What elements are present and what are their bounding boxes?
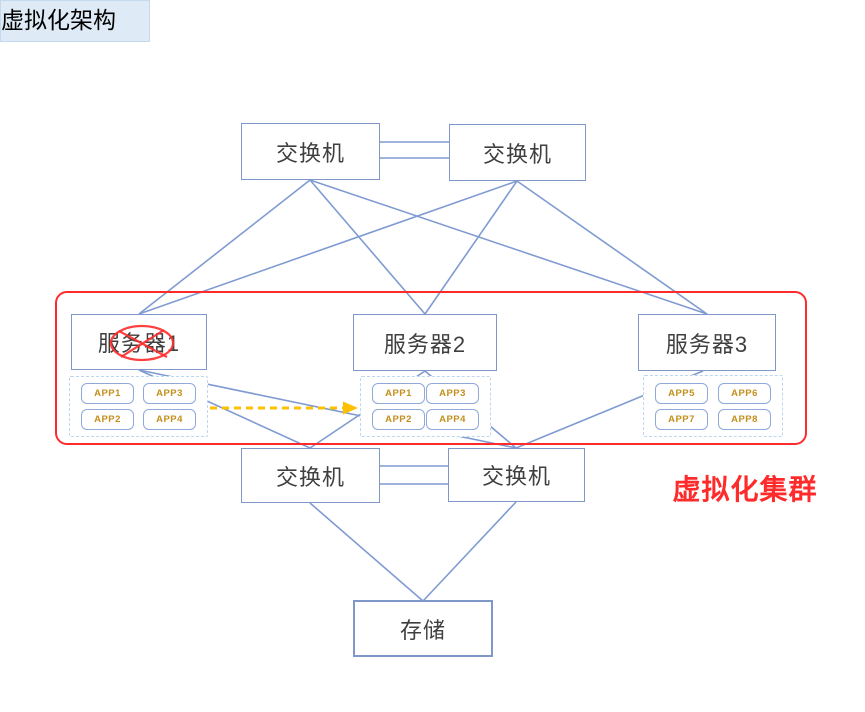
- server-2-app-group: APP1 APP3 APP2 APP4: [360, 376, 491, 437]
- app-box: APP6: [718, 382, 771, 404]
- app-box: APP2: [372, 409, 425, 430]
- storage-box: 存储: [353, 600, 493, 657]
- app-box: APP1: [372, 383, 425, 404]
- app-box: APP8: [718, 408, 771, 430]
- app-box: APP1: [81, 383, 134, 404]
- server-2-box: 服务器2: [353, 314, 497, 371]
- bottom-switch-1: 交换机: [241, 448, 380, 503]
- server-3-app-group: APP5 APP6 APP7 APP8: [643, 375, 783, 437]
- app-box: APP7: [655, 408, 708, 430]
- connector-line: [309, 502, 424, 602]
- diagram-title: 虚拟化架构: [0, 0, 150, 42]
- app-box: APP4: [426, 409, 479, 430]
- app-box: APP5: [655, 382, 708, 404]
- top-switch-2: 交换机: [449, 124, 586, 181]
- server-3-box: 服务器3: [638, 314, 776, 371]
- app-box: APP3: [426, 383, 479, 404]
- app-box: APP2: [81, 409, 134, 430]
- connector-line: [422, 501, 517, 602]
- server-1-box: 服务器1: [71, 314, 207, 370]
- app-box: APP4: [143, 409, 196, 430]
- cluster-label: 虚拟化集群: [672, 474, 818, 505]
- server-1-app-group: APP1 APP3 APP2 APP4: [69, 376, 208, 437]
- top-switch-1: 交换机: [241, 123, 380, 180]
- app-box: APP3: [143, 383, 196, 404]
- bottom-switch-2: 交换机: [448, 448, 585, 502]
